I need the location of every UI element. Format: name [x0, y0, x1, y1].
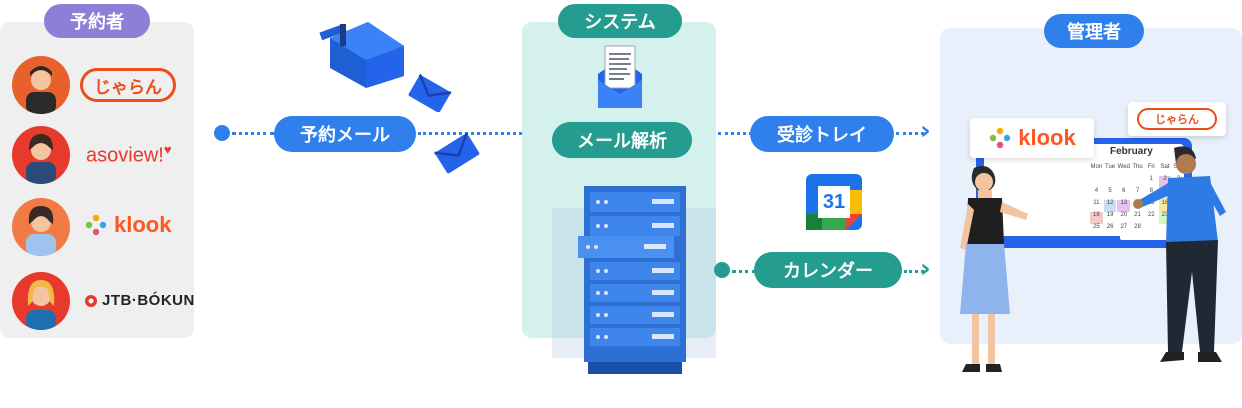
calendar-day[interactable]	[1090, 176, 1103, 188]
admin-title: 管理者	[1044, 14, 1144, 48]
user-avatar-2	[12, 126, 70, 184]
envelope-icon-2	[434, 132, 480, 174]
klook-icon	[85, 214, 107, 236]
asoview-logo: asoview!♥	[86, 142, 172, 168]
calendar-day[interactable]: 25	[1093, 224, 1100, 230]
admin-woman-illustration	[960, 166, 1028, 372]
calendar-day[interactable]: 20	[1120, 212, 1128, 218]
connector-left-1	[232, 132, 274, 135]
user-avatar-1	[12, 56, 70, 114]
tray-label: 受診トレイ	[750, 116, 894, 152]
calendar-weekday: Sat	[1160, 164, 1170, 170]
connector-cal-2	[904, 270, 924, 273]
user-avatar-4	[12, 272, 70, 330]
envelope-icon-1	[408, 74, 452, 112]
google-calendar-icon: 31	[806, 174, 862, 230]
calendar-day[interactable]: 6	[1122, 188, 1126, 194]
klook-logo: klook	[84, 212, 171, 238]
asoview-text: asoview!	[86, 144, 164, 167]
reservers-title: 予約者	[44, 4, 150, 38]
connector-left-2	[418, 132, 522, 135]
calendar-weekday: Tue	[1105, 164, 1116, 170]
calendar-day[interactable]	[1104, 176, 1117, 188]
calendar-screen-inner	[984, 144, 1184, 236]
jalan-logo: じゃらん	[80, 68, 176, 102]
calendar-day[interactable]: 28	[1134, 224, 1141, 230]
calendar-weekday: Wed	[1117, 164, 1130, 170]
klook-text: klook	[114, 212, 172, 237]
calendar-search-bar	[1120, 232, 1170, 240]
mail-parse-label: メール解析	[552, 122, 692, 158]
calendar-day[interactable]: 1	[1149, 176, 1153, 182]
calendar-day[interactable]: 11	[1093, 200, 1100, 206]
arrow-right-icon-2: ›	[920, 254, 931, 284]
flow-start-dot	[214, 125, 230, 141]
document-mail-icon	[598, 45, 642, 108]
calendar-number: 31	[822, 190, 846, 213]
jalan-card-text: じゃらん	[1137, 108, 1217, 130]
calendar-day[interactable]: 13	[1117, 200, 1131, 212]
calendar-day[interactable]: 8	[1149, 188, 1153, 194]
arrow-right-icon-1: ›	[920, 116, 931, 146]
jtb-bokun-logo: JTB·BÓKUN	[84, 292, 195, 309]
calendar-day[interactable]: 21	[1134, 212, 1141, 218]
admin-jalan-card: じゃらん	[1128, 102, 1226, 136]
connector-right-2	[896, 132, 924, 135]
calendar-week-row: 25 26 27 28	[1090, 224, 1186, 236]
klook-card-text: klook	[1018, 125, 1076, 150]
admin-man-illustration	[1133, 146, 1226, 362]
user-avatar-3	[12, 198, 70, 256]
calendar-day[interactable]: 4	[1094, 188, 1099, 194]
server-icon	[552, 186, 716, 374]
klook-card-icon	[990, 127, 1011, 149]
jtb-bokun-text: JTB·BÓKUN	[102, 292, 195, 309]
calendar-day[interactable]: 5	[1108, 188, 1112, 194]
calendar-day[interactable]: 12	[1103, 200, 1117, 212]
calendar-weekday: Fri	[1147, 164, 1155, 170]
system-title: システム	[558, 4, 682, 38]
calendar-day[interactable]: 26	[1106, 224, 1114, 230]
calendar-weekday: Mon	[1090, 164, 1103, 170]
calendar-day[interactable]	[1117, 176, 1130, 188]
jtb-icon	[85, 294, 97, 307]
calendar-day[interactable]: 7	[1135, 188, 1140, 194]
calendar-day[interactable]: 18	[1090, 212, 1103, 224]
calendar-day[interactable]: 19	[1106, 212, 1114, 218]
calendar-start-dot	[714, 262, 730, 278]
admin-klook-card: klook	[970, 118, 1094, 158]
calendar-weekday: Thu	[1132, 164, 1143, 170]
connector-cal-1	[732, 270, 756, 273]
reservation-mail-label: 予約メール	[274, 116, 416, 152]
calendar-month: February	[1110, 146, 1153, 157]
mailbox-icon	[319, 22, 404, 88]
calendar-label: カレンダー	[754, 252, 902, 288]
heart-icon: ♥	[163, 142, 172, 157]
calendar-day[interactable]: 22	[1147, 212, 1155, 218]
connector-right-1	[718, 132, 752, 135]
calendar-day[interactable]: 27	[1120, 224, 1128, 230]
